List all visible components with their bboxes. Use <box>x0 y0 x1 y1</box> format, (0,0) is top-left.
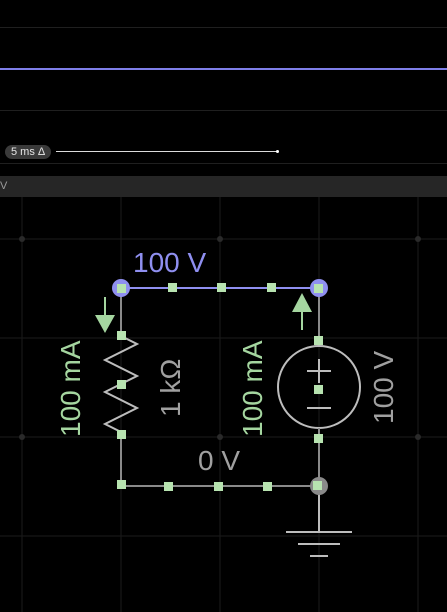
bottom-node-voltage-label: 0 V <box>198 445 240 476</box>
scope-gridline <box>0 110 447 111</box>
resistor-current-label: 100 mA <box>55 340 86 437</box>
circuit-canvas[interactable]: 100 V 0 V 100 mA 1 kΩ 100 mA 100 V <box>0 197 447 612</box>
canvas-grid-dots <box>19 236 421 440</box>
source-current-label: 100 mA <box>237 340 268 437</box>
time-scale-marker <box>276 150 279 153</box>
canvas-grid <box>0 197 447 612</box>
time-scale-line <box>56 151 278 152</box>
scope-unit-label: V <box>0 180 8 192</box>
scope-gridline <box>0 27 447 28</box>
voltage-trace <box>0 68 447 70</box>
current-arrow-icon <box>292 293 312 330</box>
scope-gridline <box>0 163 447 164</box>
top-node-voltage-label: 100 V <box>133 247 206 278</box>
drag-handles[interactable] <box>117 283 323 491</box>
scope-divider-bar[interactable]: V <box>0 176 447 197</box>
resistor-value-label: 1 kΩ <box>155 359 186 417</box>
source-value-label: 100 V <box>368 351 399 424</box>
current-arrow-icon <box>95 297 115 333</box>
scope-panel[interactable]: 5 ms Δ <box>0 0 447 176</box>
time-scale-badge[interactable]: 5 ms Δ <box>5 145 52 159</box>
